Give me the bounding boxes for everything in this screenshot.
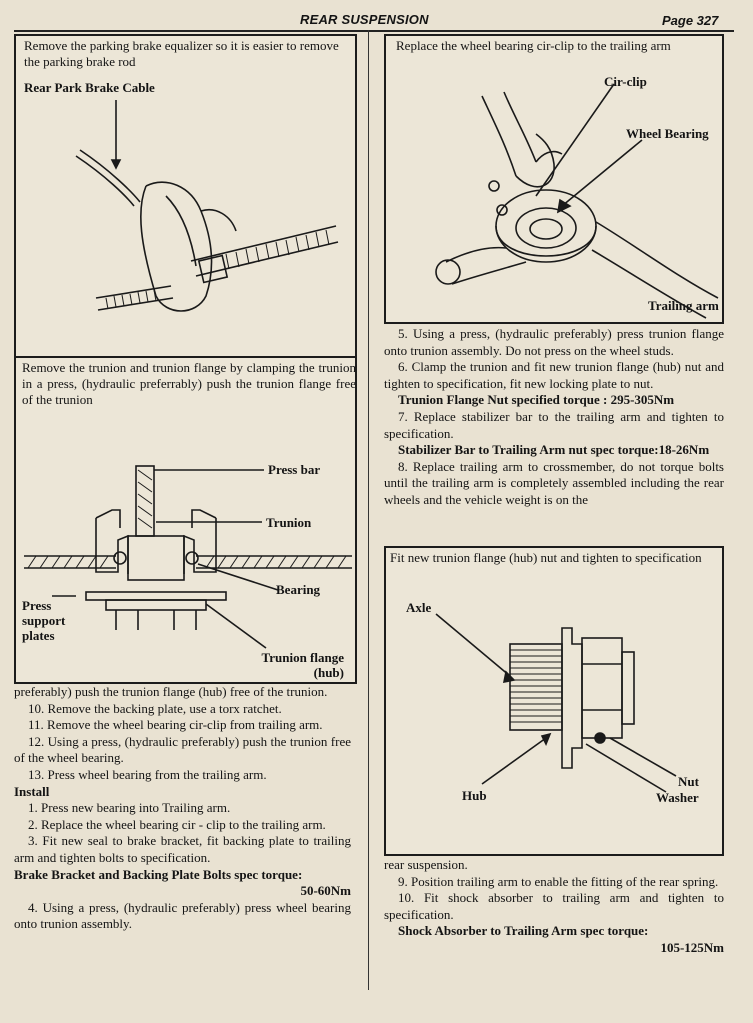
label-trunion: Trunion [266, 515, 312, 530]
torque-spec-stabilizer: Stabilizer Bar to Trailing Arm nut spec … [398, 442, 710, 458]
paragraph: preferably) push the trunion flange (hub… [14, 684, 328, 699]
label-bearing: Bearing [276, 582, 321, 597]
step-11: 11. Remove the wheel bearing cir-clip fr… [28, 717, 323, 733]
label-washer: Washer [656, 790, 699, 805]
figure-hub-nut: Fit new trunion flange (hub) nut and tig… [384, 546, 724, 856]
trunion-press-illustration [24, 465, 352, 649]
circlip-illustration [435, 83, 719, 319]
figure-park-brake: Remove the parking brake equalizer so it… [14, 34, 357, 358]
step-12: 12. Using a press, (hydraulic preferably… [14, 733, 351, 766]
figure-caption: Fit new trunion flange (hub) nut and tig… [390, 550, 702, 565]
label-trunion-flange: Trunion flange (hub) [261, 650, 344, 680]
figure-caption: Replace the wheel bearing cir-clip to th… [396, 38, 671, 53]
step-7: 7. Replace stabilizer bar to the trailin… [384, 408, 724, 441]
right-column-text-2: rear suspension. 9. Position trailing ar… [384, 857, 724, 957]
torque-spec-value: 50-60Nm [300, 883, 351, 899]
paragraph: rear suspension. [384, 857, 468, 872]
step-10-right: 10. Fit shock absorber to trailing arm a… [384, 890, 724, 922]
step-8: 8. Replace trailing arm to crossmember, … [384, 458, 724, 507]
install-step-4: 4. Using a press, (hydraulic preferably)… [14, 899, 351, 932]
step-5: 5. Using a press, (hydraulic preferably)… [384, 326, 724, 358]
section-title: REAR SUSPENSION [300, 12, 429, 27]
park-brake-illustration [75, 100, 339, 312]
install-step-1: 1. Press new bearing into Trailing arm. [28, 800, 231, 816]
install-heading: Install [14, 783, 50, 799]
torque-spec-trunion: Trunion Flange Nut specified torque : 29… [398, 392, 675, 408]
step-10: 10. Remove the backing plate, use a torx… [28, 700, 282, 716]
label-axle: Axle [406, 600, 432, 615]
label-press-bar: Press bar [268, 462, 321, 477]
figure-caption: Remove the parking brake equalizer so it… [24, 38, 339, 69]
torque-spec-shock-value: 105-125Nm [660, 939, 724, 955]
hub-nut-illustration [435, 613, 677, 793]
label-press-support-plates: Press support plates [22, 598, 66, 643]
figure-circlip: Replace the wheel bearing cir-clip to th… [384, 34, 724, 324]
torque-spec-label: Brake Bracket and Backing Plate Bolts sp… [14, 866, 303, 882]
figure-trunion-press: Remove the trunion and trunion flange by… [14, 356, 357, 684]
header-rule [14, 30, 734, 32]
label-circlip: Cir-clip [604, 74, 647, 89]
left-column-text: preferably) push the trunion flange (hub… [14, 684, 351, 933]
torque-spec-shock-label: Shock Absorber to Trailing Arm spec torq… [398, 923, 649, 939]
install-step-3: 3. Fit new seal to brake bracket, fit ba… [14, 833, 351, 865]
step-9: 9. Position trailing arm to enable the f… [398, 873, 719, 889]
step-13: 13. Press wheel bearing from the trailin… [28, 766, 267, 782]
step-6: 6. Clamp the trunion and fit new trunion… [384, 359, 724, 391]
label-hub: Hub [462, 788, 487, 803]
figure-caption: Remove the trunion and trunion flange by… [22, 360, 356, 407]
install-step-2: 2. Replace the wheel bearing cir - clip … [28, 816, 326, 832]
right-column-text: 5. Using a press, (hydraulic preferably)… [384, 326, 724, 509]
page-number: Page 327 [662, 13, 719, 28]
label-nut: Nut [678, 774, 699, 789]
label-wheel-bearing: Wheel Bearing [626, 126, 709, 141]
label-rear-park-brake-cable: Rear Park Brake Cable [24, 80, 155, 95]
column-divider [368, 30, 369, 990]
